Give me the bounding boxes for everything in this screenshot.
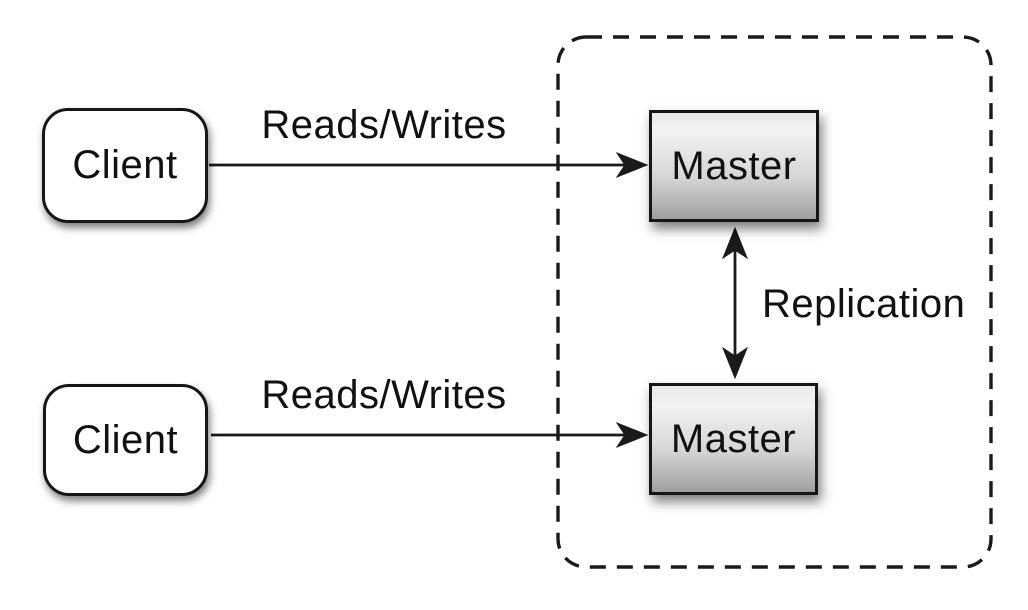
arrowhead-up-icon <box>721 226 749 260</box>
edge-reads-writes-top <box>209 151 649 179</box>
masters-group-border <box>556 35 993 569</box>
node-client-bottom: Client <box>43 384 208 496</box>
node-master-top: Master <box>649 110 819 222</box>
arrowhead-right-icon <box>615 151 649 179</box>
node-client-bottom-label: Client <box>72 417 179 462</box>
node-master-top-label: Master <box>671 143 797 188</box>
arrowhead-down-icon <box>721 346 749 380</box>
node-master-bottom-label: Master <box>670 416 797 461</box>
node-client-top: Client <box>42 108 208 223</box>
edge-replication <box>721 226 749 380</box>
arrowhead-right-icon <box>615 421 649 449</box>
edge-label-replication: Replication <box>762 282 966 326</box>
node-client-top-label: Client <box>72 143 178 187</box>
edge-label-reads-writes-top: Reads/Writes <box>261 103 507 147</box>
node-master-bottom: Master <box>649 383 818 495</box>
edge-reads-writes-bottom <box>211 421 649 449</box>
edge-label-reads-writes-bottom: Reads/Writes <box>261 373 507 417</box>
